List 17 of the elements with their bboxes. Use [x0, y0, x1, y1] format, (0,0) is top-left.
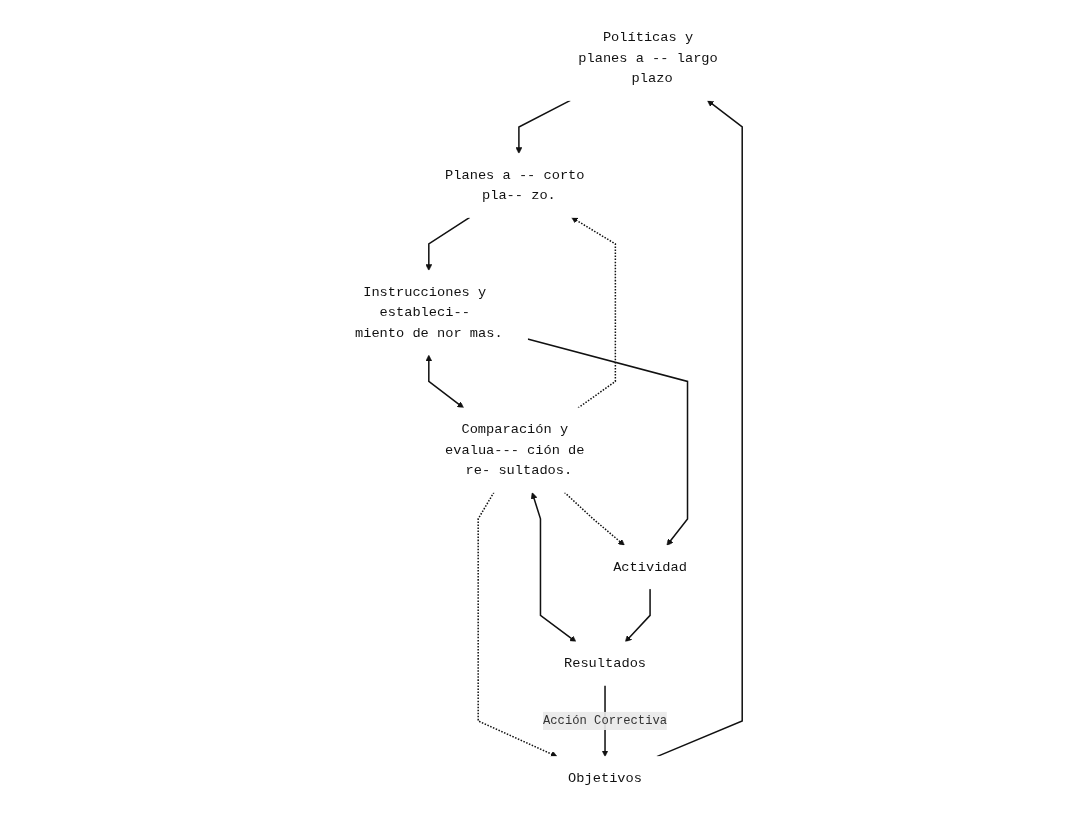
edge-label: Acción Correctiva — [542, 714, 667, 728]
node-text: Objetivos — [567, 770, 642, 786]
arrow — [570, 217, 616, 409]
node-text: Políticas y planes a -- largo plazo — [577, 29, 718, 86]
node-text: Comparación y evalua--- ción de re- sultados. — [444, 421, 585, 478]
arrow — [624, 588, 651, 643]
arrow — [476, 491, 557, 758]
node-text: Planes a -- corto pla-- zo. — [444, 167, 585, 203]
arrow — [526, 338, 688, 546]
arrow — [425, 216, 471, 271]
node-text: Resultados — [563, 655, 646, 671]
arrow — [515, 99, 571, 154]
arrow — [563, 491, 625, 546]
node-text: Instrucciones y estableci-- miento de nor mas. — [354, 284, 503, 341]
arrow — [425, 354, 464, 409]
arrow — [530, 492, 576, 643]
node-text: Actividad — [612, 559, 687, 575]
